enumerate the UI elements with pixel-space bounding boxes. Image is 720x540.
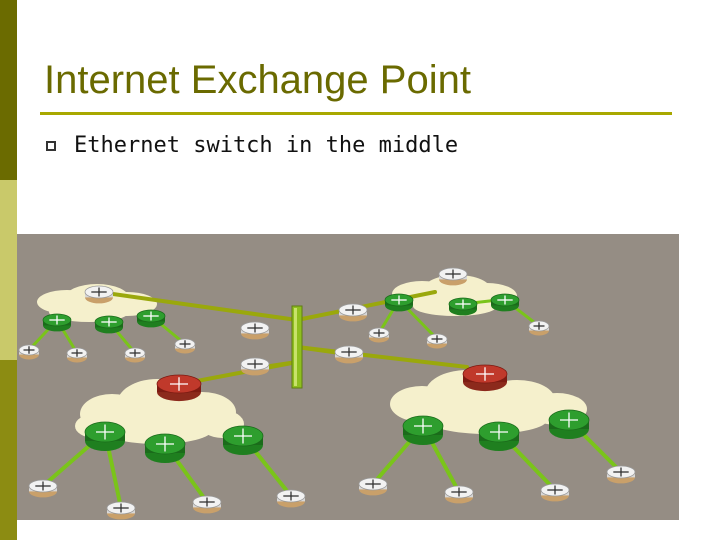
- router-icon: [136, 309, 166, 328]
- bullet-text: Ethernet switch in the middle: [74, 133, 459, 158]
- router-icon: [144, 433, 186, 463]
- router-icon: [606, 465, 636, 484]
- router-icon: [402, 415, 444, 445]
- router-icon: [192, 495, 222, 514]
- router-icon: [240, 357, 270, 376]
- router-icon: [18, 344, 40, 360]
- router-icon: [334, 345, 364, 364]
- router-icon: [358, 477, 388, 496]
- link-line: [97, 290, 299, 322]
- link-line: [295, 345, 469, 369]
- router-icon: [276, 489, 306, 508]
- router-icon: [94, 315, 124, 334]
- router-icon: [222, 425, 264, 455]
- router-icon: [462, 364, 508, 392]
- ixp-diagram: [17, 234, 679, 520]
- link-line: [295, 290, 437, 322]
- ethernet-switch-icon: [291, 305, 303, 389]
- link-line: [179, 360, 299, 386]
- slide-title: Internet Exchange Point: [44, 58, 471, 102]
- router-icon: [174, 338, 196, 354]
- router-icon: [156, 374, 202, 402]
- router-icon: [540, 483, 570, 502]
- router-icon: [444, 485, 474, 504]
- router-icon: [42, 313, 72, 332]
- router-icon: [528, 320, 550, 336]
- router-icon: [384, 293, 414, 312]
- router-icon: [28, 479, 58, 498]
- router-icon: [124, 347, 146, 363]
- router-icon: [338, 303, 368, 322]
- side-bar-top: [0, 0, 17, 180]
- router-icon: [490, 293, 520, 312]
- side-bar-bottom: [0, 360, 17, 540]
- side-bar-middle: [0, 180, 17, 360]
- router-icon: [106, 501, 136, 520]
- router-icon: [448, 297, 478, 316]
- router-icon: [240, 321, 270, 340]
- router-icon: [84, 285, 114, 304]
- routers-layer: [18, 267, 636, 520]
- router-icon: [478, 421, 520, 451]
- bullet-square-icon: [46, 141, 56, 151]
- title-underline: [40, 112, 672, 115]
- router-icon: [426, 333, 448, 349]
- diagram-background: [17, 234, 679, 520]
- router-icon: [84, 421, 126, 451]
- router-icon: [548, 409, 590, 439]
- router-icon: [368, 327, 390, 343]
- router-icon: [438, 267, 468, 286]
- router-icon: [66, 347, 88, 363]
